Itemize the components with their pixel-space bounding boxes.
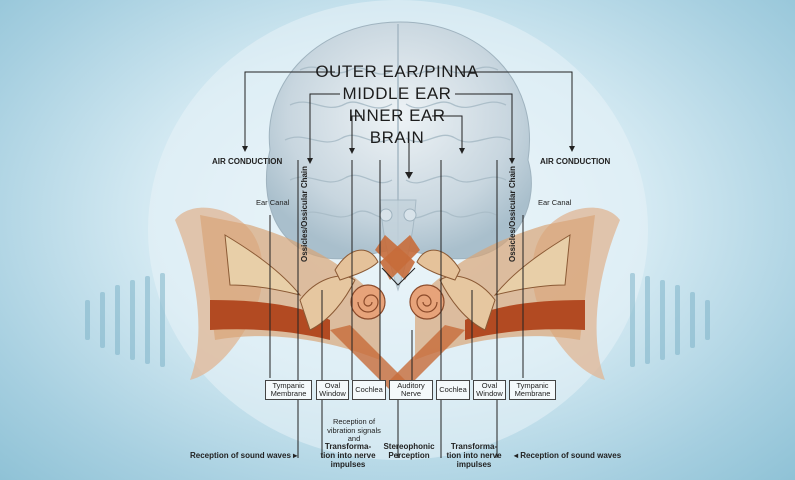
reception-vibration-label: Reception of vibration signals and [327, 417, 381, 443]
sound-waves-right [630, 273, 710, 367]
middle-ear-header: MIDDLE EAR [342, 84, 452, 103]
oval-window-box-left: Oval Window [316, 380, 349, 400]
cochlea-box-right: Cochlea [436, 380, 470, 400]
stereophonic-perception: Stereophonic Perception [383, 442, 435, 460]
sound-waves-left [85, 273, 165, 367]
leader-lines [244, 71, 573, 458]
brain-header: BRAIN [369, 128, 425, 147]
ossicles-right: Ossicles/Ossicular Chain [508, 165, 517, 262]
inner-ear-header: INNER EAR [348, 106, 446, 125]
reception-sound-left-text: Reception of sound waves [190, 451, 291, 460]
cochlea-box-left: Cochlea [352, 380, 386, 400]
tympanic-membrane-box-right: Tympanic Membrane [509, 380, 556, 400]
auditory-nerve-box: Auditory Nerve [389, 380, 433, 400]
transformation-right: Transforma-tion into nerve impulses [446, 442, 502, 469]
ossicles-left: Ossicles/Ossicular Chain [300, 165, 309, 262]
transformation-left: Transforma-tion into nerve impulses [320, 442, 376, 469]
ear-canal-right: Ear Canal [538, 198, 572, 207]
oval-window-box-right: Oval Window [473, 380, 506, 400]
outer-ear-header: OUTER EAR/PINNA [315, 62, 479, 81]
arrowheads [242, 146, 575, 179]
reception-sound-left: Reception of sound waves ▸ [190, 451, 298, 460]
right-ear-illustration [375, 207, 620, 390]
reception-sound-right: ◂ Reception of sound waves [514, 451, 622, 460]
reception-sound-right-text: Reception of sound waves [520, 451, 622, 460]
brain-illustration [266, 21, 532, 292]
air-conduction-right: AIR CONDUCTION [540, 157, 611, 166]
ear-canal-left: Ear Canal [256, 198, 290, 207]
tympanic-membrane-box-left: Tympanic Membrane [265, 380, 312, 400]
air-conduction-left: AIR CONDUCTION [212, 157, 283, 166]
